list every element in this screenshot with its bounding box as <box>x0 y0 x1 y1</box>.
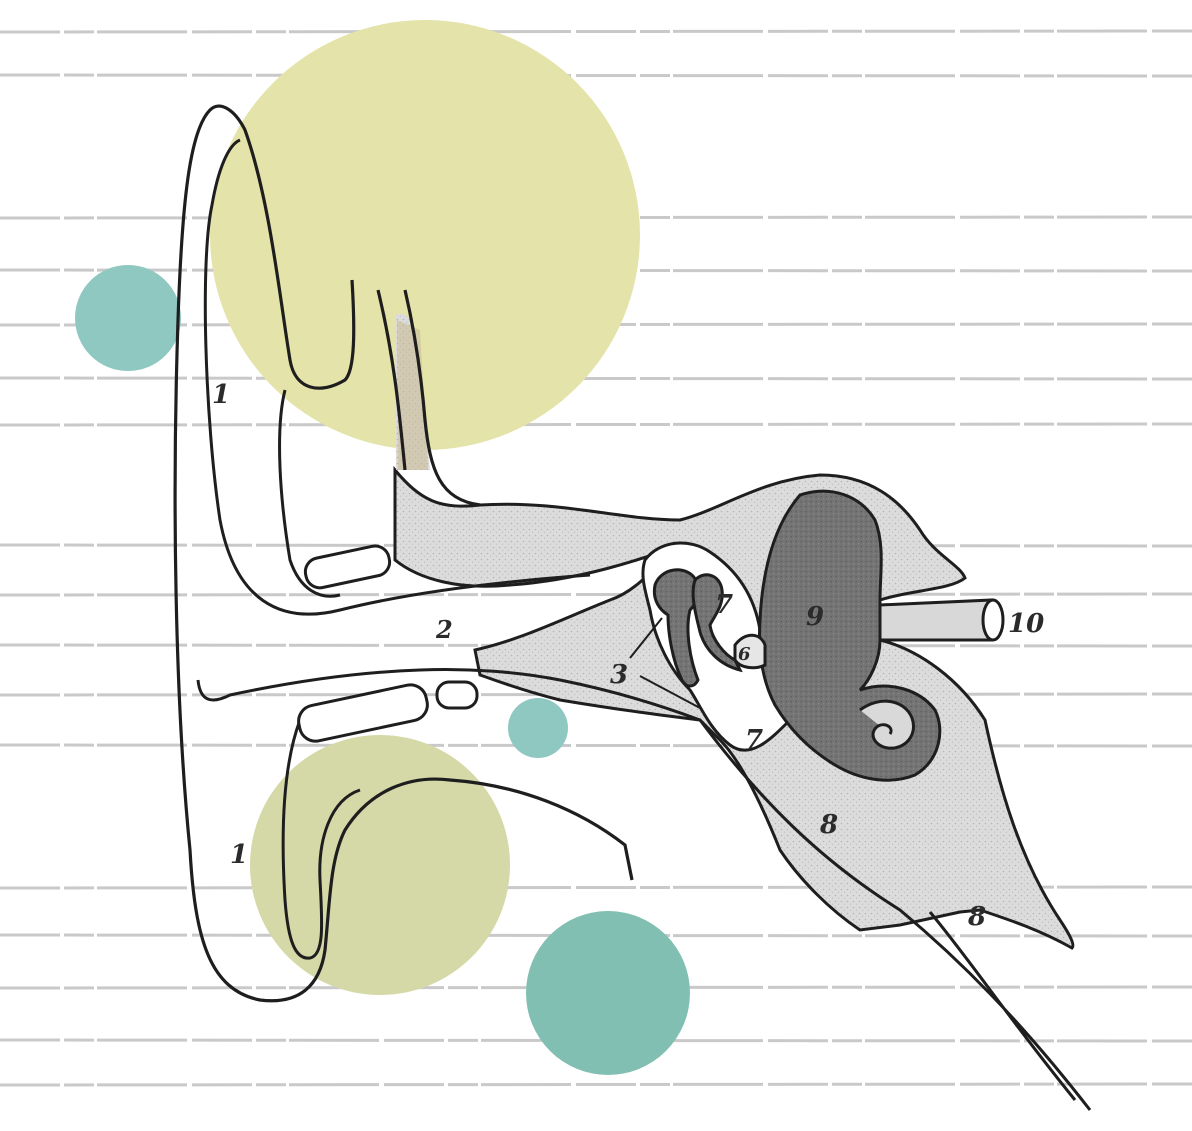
auditory-nerve <box>880 600 992 640</box>
label-external-canal: 2 <box>435 615 453 644</box>
nerve-end <box>983 600 1003 640</box>
ruled-line <box>0 378 1192 379</box>
decor-circle-teal-large <box>526 911 690 1075</box>
label-eustachian-upper: 8 <box>819 810 838 840</box>
label-eustachian-lower: 8 <box>967 902 986 932</box>
ruled-line <box>0 745 1192 746</box>
ruled-line <box>0 424 1192 425</box>
label-auricle-top: 1 <box>212 380 230 410</box>
decor-circle-teal-tiny <box>508 698 568 758</box>
canal-cartilage-upper <box>303 543 392 590</box>
ruled-line <box>0 594 1192 595</box>
label-inner-ossicle: 6 <box>738 644 751 665</box>
decor-circle-olive <box>250 735 510 995</box>
canal-cartilage-lower <box>296 682 431 744</box>
decor-circle-yellow <box>210 20 640 450</box>
decor-circle-teal-small <box>75 265 181 371</box>
label-auditory-nerve: 10 <box>1008 609 1044 639</box>
label-labyrinth: 9 <box>806 602 824 632</box>
ruled-line <box>0 31 1192 32</box>
label-tympanic-lower: 7 <box>745 725 763 755</box>
label-auricle-bottom: 1 <box>230 840 248 870</box>
ruled-line <box>0 75 1192 76</box>
label-tympanic-upper: 7 <box>715 590 733 620</box>
label-ossicles: 3 <box>610 660 628 690</box>
canal-cartilage-small <box>437 682 477 708</box>
ruled-line <box>0 1084 1192 1085</box>
